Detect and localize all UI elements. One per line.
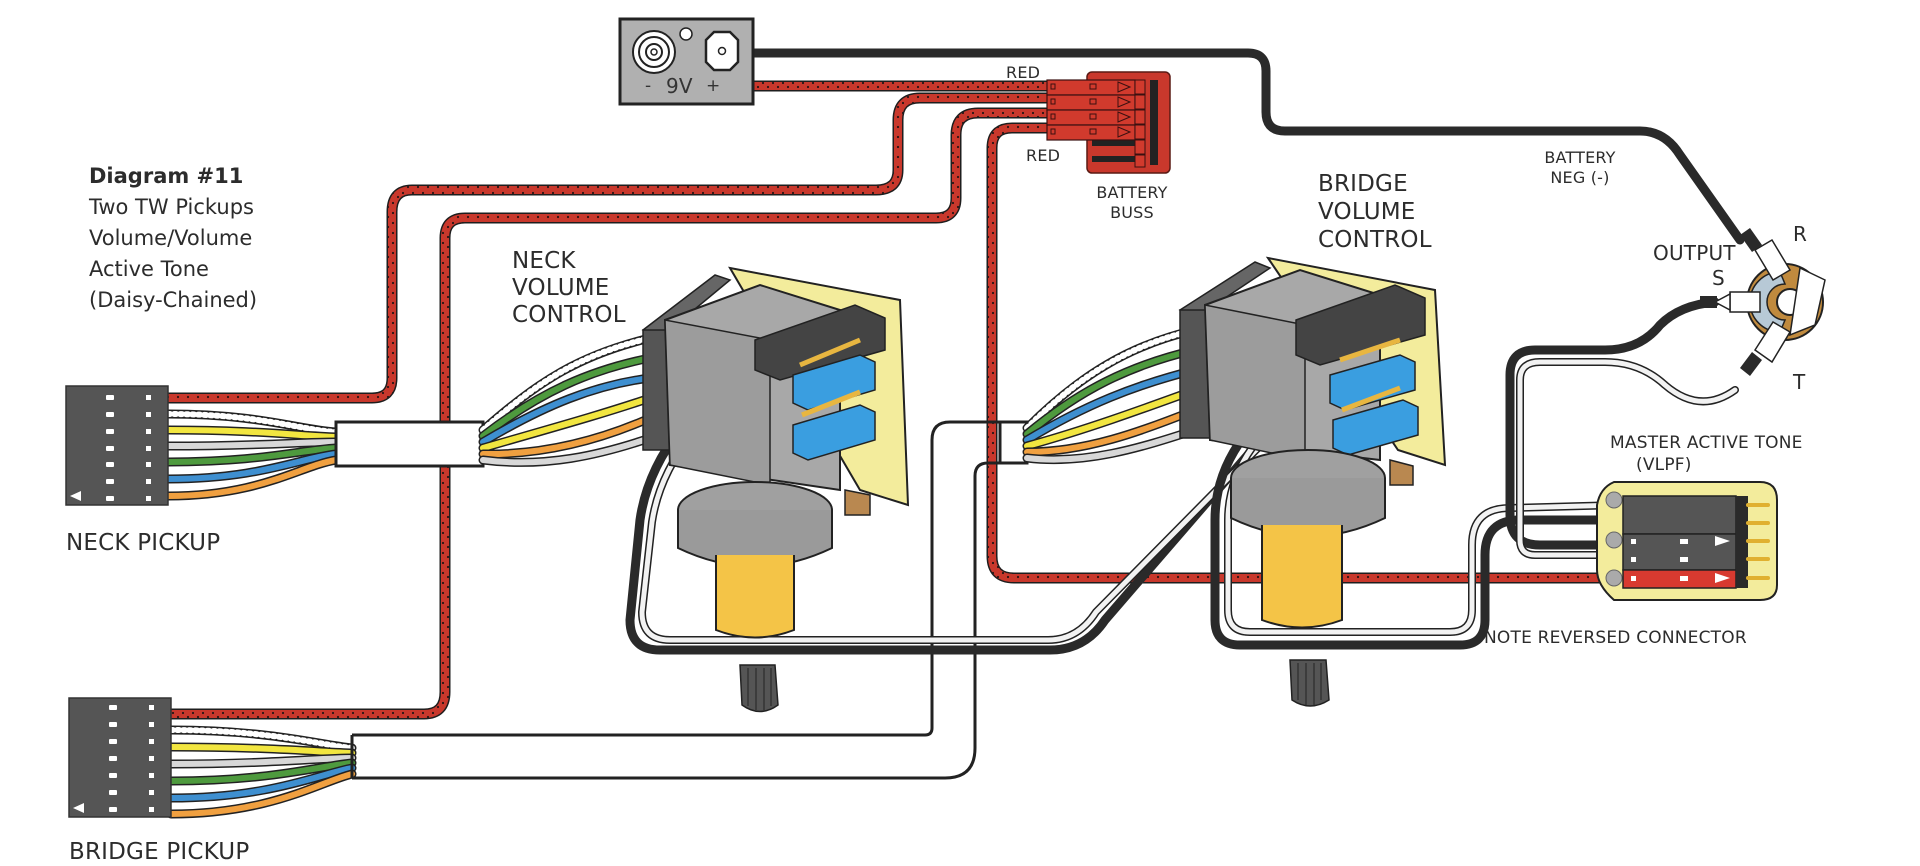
tone-to-jack-wires	[1505, 297, 1739, 559]
bridge-pot-knob	[1289, 659, 1330, 707]
bridge-volume-label-line-3: CONTROL	[1318, 227, 1432, 253]
neck-pickup-tube	[334, 420, 485, 468]
neck-volume-label-line-2: VOLUME	[512, 275, 610, 301]
battery-neg-wire	[748, 48, 1745, 245]
battery-voltage-label: 9V	[666, 74, 693, 98]
battery-neg-label: BATTERY NEG (-)	[1540, 148, 1620, 188]
neck-pickup-label: NECK PICKUP	[66, 530, 221, 556]
battery-negative-terminal	[632, 30, 676, 74]
bridge-pickup-wires	[166, 725, 357, 819]
jack-sleeve-label: S	[1712, 266, 1725, 290]
master-tone-board	[1596, 481, 1778, 601]
output-label: OUTPUT	[1653, 241, 1736, 265]
reversed-connector-note: NOTE REVERSED CONNECTOR	[1484, 628, 1747, 648]
tone-header-pins	[1736, 496, 1770, 588]
battery-positive-symbol: +	[706, 76, 721, 96]
neck-volume-pot	[641, 266, 910, 713]
jack-ring-label: R	[1793, 222, 1808, 246]
bridge-pot-wires	[1022, 325, 1200, 465]
neck-volume-label: NECK VOLUME CONTROL	[512, 248, 626, 329]
battery-buss	[1046, 71, 1171, 174]
bridge-volume-label-line-1: BRIDGE	[1318, 171, 1408, 197]
red-label-top: RED	[1006, 63, 1041, 82]
jack-lug-sleeve	[1700, 291, 1761, 313]
battery-negative-symbol: -	[645, 76, 652, 96]
neck-volume-label-line-3: CONTROL	[512, 302, 626, 328]
battery-neg-label-line-2: NEG (-)	[1550, 168, 1610, 187]
master-tone-label: MASTER ACTIVE TONE	[1610, 433, 1803, 453]
battery-buss-label: BATTERY BUSS	[1092, 183, 1172, 223]
buss-plugs	[1046, 79, 1146, 168]
diagram-subtitle-line-4: (Daisy-Chained)	[89, 288, 258, 312]
diagram-heading: Diagram #11	[89, 164, 244, 188]
bridge-volume-label-line-2: VOLUME	[1318, 199, 1416, 225]
jack-tip-label: T	[1793, 370, 1806, 394]
bridge-pot-switch-blocks	[1329, 337, 1419, 456]
bridge-volume-pot	[1178, 256, 1447, 707]
master-tone-sublabel: (VLPF)	[1636, 455, 1692, 475]
battery-9v	[618, 17, 755, 106]
neck-volume-label-line-1: NECK	[512, 248, 576, 274]
red-wires	[162, 80, 1631, 720]
neck-pot-switch-blocks	[792, 337, 876, 461]
bridge-pickup-tube	[350, 420, 1029, 780]
battery-positive-terminal	[704, 30, 740, 72]
diagram-subtitle-line-3: Active Tone	[89, 257, 209, 281]
jack-lug-ring	[1740, 228, 1792, 282]
neck-pickup-wires	[163, 409, 341, 501]
bridge-volume-label: BRIDGE VOLUME CONTROL	[1318, 170, 1432, 254]
neck-pickup-connector	[65, 385, 169, 506]
output-jack	[1700, 228, 1826, 376]
neck-pot-knob	[739, 664, 779, 713]
diagram-title-block: Diagram #11 Two TW Pickups Volume/Volume…	[89, 161, 257, 316]
red-label-lower: RED	[1026, 146, 1061, 165]
diagram-subtitle-line-1: Two TW Pickups	[89, 195, 254, 219]
bridge-pickup-label: BRIDGE PICKUP	[69, 839, 250, 865]
battery-buss-label-line-1: BATTERY	[1096, 183, 1168, 202]
battery-neg-label-line-1: BATTERY	[1544, 148, 1616, 167]
battery-buss-label-line-2: BUSS	[1110, 203, 1154, 222]
neck-pot-wires	[478, 333, 655, 467]
bridge-pickup-connector	[68, 697, 172, 818]
diagram-subtitle-line-2: Volume/Volume	[89, 226, 253, 250]
